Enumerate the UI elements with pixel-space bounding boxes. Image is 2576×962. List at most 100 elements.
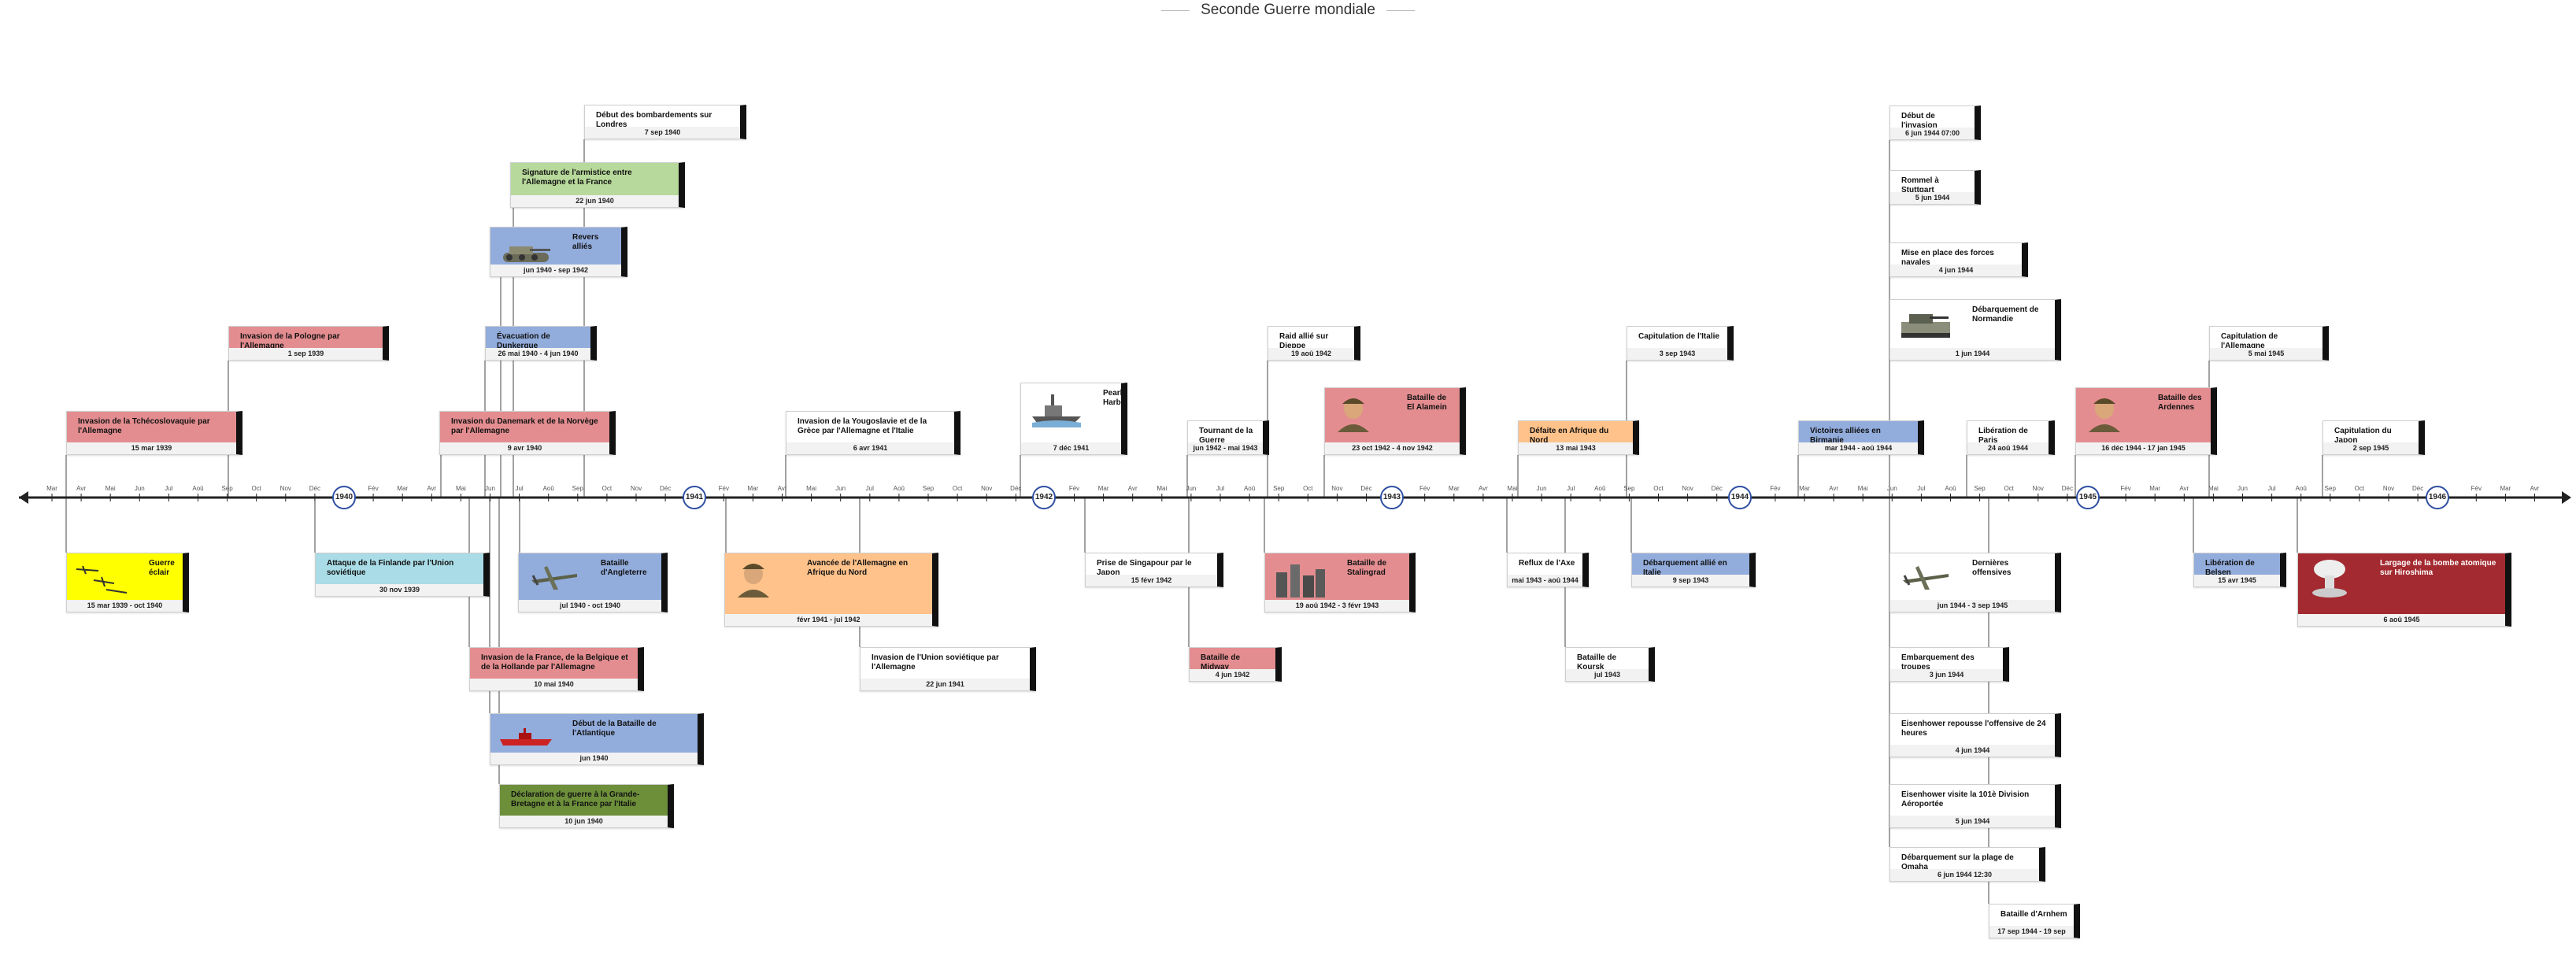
event-date: 24 aoû 1944 [1967, 442, 2049, 454]
month-label: Déc [653, 485, 677, 492]
month-label: Déc [2056, 485, 2079, 492]
month-label: Jun [2231, 485, 2255, 492]
month-label: Jun [128, 485, 151, 492]
month-label: Mar [1442, 485, 1466, 492]
month-label: Fév [1413, 485, 1437, 492]
event-card-vis[interactable]: Eisenhower visite la 101è Division Aérop… [1889, 784, 2061, 828]
event-card-fin[interactable]: Attaque de la Finlande par l'Union sovié… [315, 553, 490, 597]
event-date: 19 aoû 1942 - 3 févr 1943 [1265, 600, 1409, 612]
event-card-arm[interactable]: Signature de l'armistice entre l'Allemag… [510, 162, 685, 208]
event-card-afr[interactable]: Avancée de l'Allemagne en Afrique du Nor… [724, 553, 938, 627]
year-marker-1940[interactable]: 1940 [332, 486, 356, 509]
event-card-tch[interactable]: Invasion de la Tchécoslovaquie par l'All… [66, 411, 242, 455]
month-label: Avr [420, 485, 443, 492]
month-label: Jun [829, 485, 853, 492]
event-title: Bataille de Midway [1190, 648, 1275, 671]
month-label: Avr [1121, 485, 1145, 492]
month-label: Oct [1647, 485, 1671, 492]
month-label: Mai [1851, 485, 1875, 492]
month-label: Jul [508, 485, 531, 492]
month-label: Aoû [1939, 485, 1963, 492]
year-marker-1946[interactable]: 1946 [2426, 486, 2449, 509]
month-label: Oct [1296, 485, 1319, 492]
month-label: Avr [69, 485, 93, 492]
month-label: Oct [245, 485, 268, 492]
event-date: 22 jun 1941 [861, 679, 1030, 690]
year-marker-1942[interactable]: 1942 [1032, 486, 1056, 509]
year-marker-1941[interactable]: 1941 [683, 486, 706, 509]
event-card-you[interactable]: Invasion de la Yougoslavie et de la Grèc… [786, 411, 960, 455]
year-marker-1943[interactable]: 1943 [1380, 486, 1404, 509]
year-marker-1944[interactable]: 1944 [1728, 486, 1752, 509]
month-label: Déc [303, 485, 327, 492]
month-label: Nov [975, 485, 998, 492]
event-card-pea[interactable]: Pearl Harbor7 déc 1941 [1020, 383, 1127, 455]
event-card-urs[interactable]: Invasion de l'Union soviétique par l'All… [860, 647, 1036, 691]
month-label: Fév [2114, 485, 2137, 492]
month-label: Nov [2026, 485, 2050, 492]
month-label: Avr [2523, 485, 2547, 492]
month-label: Sep [1968, 485, 1992, 492]
month-label: Fév [361, 485, 385, 492]
month-label: Avr [1471, 485, 1495, 492]
event-title: Capitulation de l'Allemagne [2210, 327, 2322, 350]
event-title: Victoires alliées en Birmanie [1799, 421, 1918, 444]
event-date: 5 mai 1945 [2210, 348, 2322, 360]
event-card-dan[interactable]: Invasion du Danemark et de la Norvège pa… [439, 411, 616, 455]
event-date: 4 jun 1944 [1890, 265, 2022, 276]
event-date: 26 mai 1940 - 4 jun 1940 [486, 348, 590, 360]
month-label: Oct [946, 485, 969, 492]
event-card-eis[interactable]: Eisenhower repousse l'offensive de 24 he… [1889, 713, 2061, 757]
event-title: Invasion du Danemark et de la Norvège pa… [440, 412, 609, 435]
month-label: Déc [1705, 485, 1729, 492]
soldier-icon [733, 558, 788, 598]
event-card-hir[interactable]: Largage de la bombe atomique sur Hiroshi… [2297, 553, 2511, 627]
event-title: Capitulation de l'Italie [1627, 327, 1727, 350]
event-date: 3 sep 1943 [1627, 348, 1727, 360]
event-date: 9 avr 1940 [440, 442, 609, 454]
event-card-dec[interactable]: Déclaration de guerre à la Grande-Bretag… [499, 784, 674, 828]
event-title: Débarquement sur la plage de Omaha [1890, 848, 2039, 871]
event-date: mar 1944 - aoû 1944 [1799, 442, 1918, 454]
event-date: jul 1940 - oct 1940 [519, 600, 661, 612]
year-marker-1945[interactable]: 1945 [2076, 486, 2100, 509]
event-card-fra[interactable]: Invasion de la France, de la Belgique et… [469, 647, 644, 691]
event-date: 6 avr 1941 [786, 442, 954, 454]
event-title: Eisenhower repousse l'offensive de 24 he… [1890, 714, 2055, 737]
month-label: Aoû [887, 485, 911, 492]
month-label: Jul [858, 485, 882, 492]
month-label: Sep [566, 485, 590, 492]
